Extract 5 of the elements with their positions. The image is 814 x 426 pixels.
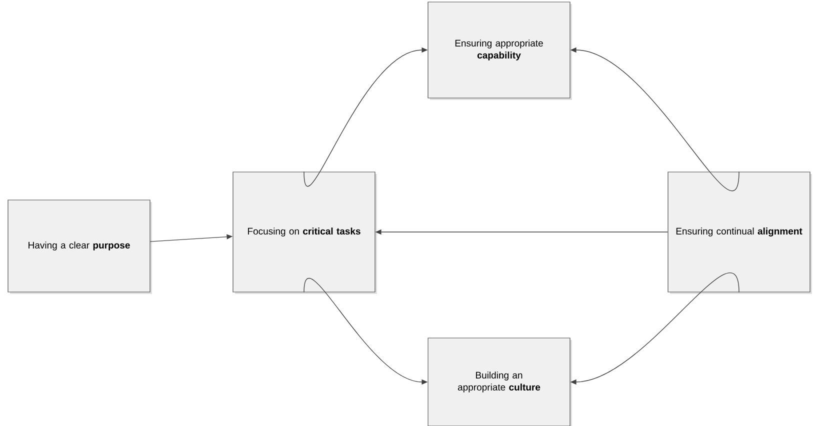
process-box: Building an appropriate culture [428, 338, 572, 426]
process-box: Having a clear purpose [8, 200, 152, 294]
process-box: Ensuring continual alignment [668, 172, 812, 294]
process-box: Focusing on critical tasks [232, 172, 377, 294]
process-box: Ensuring appropriate capability [428, 2, 572, 100]
